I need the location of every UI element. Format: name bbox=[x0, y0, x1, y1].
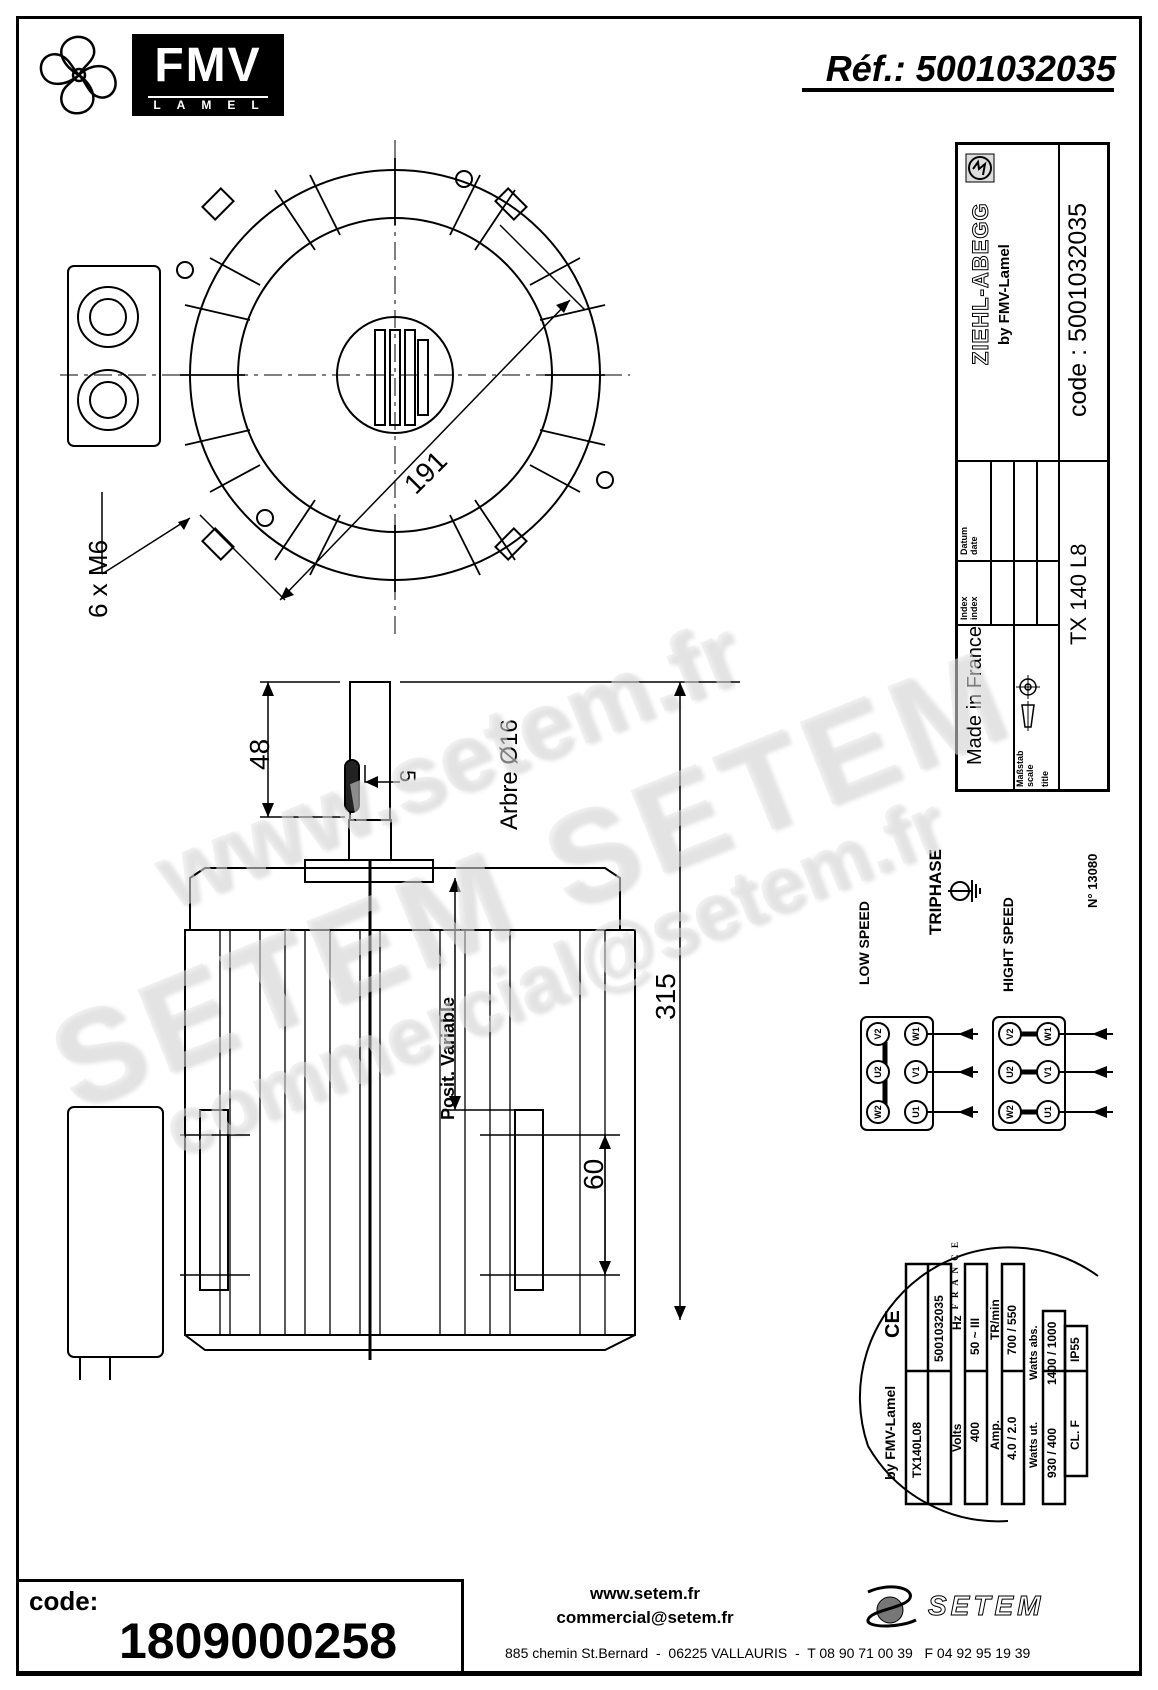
shaft-length-dimension: 48 bbox=[244, 738, 275, 770]
motor-end-view-drawing bbox=[60, 140, 630, 640]
bolt-spec-label: 6 x M6 bbox=[83, 539, 113, 618]
fan-logo-icon bbox=[39, 35, 117, 115]
svg-text:U1: U1 bbox=[1043, 1106, 1053, 1118]
reference-underline bbox=[802, 88, 1114, 92]
ip-rating: IP55 bbox=[1068, 1337, 1082, 1362]
svg-text:W1: W1 bbox=[911, 1027, 921, 1041]
mount-spacing-dimension: 60 bbox=[578, 1158, 609, 1190]
logo-fmv-text: FMV bbox=[154, 39, 262, 92]
amp-value: 4.0 / 2.0 bbox=[1005, 1416, 1019, 1460]
code-label: code: bbox=[29, 1586, 99, 1616]
title-value: TX 140 L8 bbox=[1066, 543, 1091, 645]
logo-divider bbox=[148, 96, 268, 98]
svg-text:W2: W2 bbox=[873, 1105, 883, 1119]
website-link[interactable]: www.setem.fr bbox=[590, 1584, 700, 1603]
wiring-diagrams: V2 W1 U2 V1 W2 U1 V2 W1 U2 V1 W2 U1 bbox=[860, 1016, 1113, 1131]
nameplate-country: F R A N C E bbox=[950, 1240, 960, 1310]
volts-value: 400 bbox=[968, 1421, 982, 1442]
manufacturer-by: by FMV-Lamel bbox=[996, 244, 1013, 345]
divider bbox=[1058, 145, 1060, 789]
svg-text:V1: V1 bbox=[1043, 1066, 1053, 1077]
watts-abs-label: Watts abs. bbox=[1028, 1325, 1040, 1380]
motor-side-view-drawing bbox=[67, 681, 740, 1380]
reference-title: Réf.: 5001032035 bbox=[825, 48, 1116, 89]
hz-value: 50 ~ III bbox=[968, 1317, 982, 1355]
email-link[interactable]: commercial@setem.fr bbox=[556, 1608, 734, 1627]
nameplate-brand: by FMV-Lamel bbox=[882, 1385, 898, 1480]
rpm-value: 700 / 550 bbox=[1005, 1304, 1019, 1355]
svg-text:U2: U2 bbox=[1005, 1066, 1015, 1078]
code-box: code: 1809000258 bbox=[16, 1579, 464, 1674]
ziehl-abegg-logo-icon bbox=[965, 153, 995, 183]
projection-symbol-icon bbox=[1016, 675, 1040, 731]
svg-text:W2: W2 bbox=[1005, 1105, 1015, 1119]
svg-text:U2: U2 bbox=[873, 1066, 883, 1078]
company-address: 885 chemin St.Bernard - 06225 VALLAURIS … bbox=[505, 1645, 1031, 1661]
high-speed-label: HIGHT SPEED bbox=[1000, 897, 1016, 992]
watts-ut-value: 930 / 400 bbox=[1045, 1427, 1059, 1478]
ground-symbol-icon bbox=[948, 880, 981, 902]
amp-label: Amp. bbox=[988, 1420, 1002, 1450]
fmv-lamel-logo: FMV LAMEL bbox=[132, 34, 284, 116]
hz-label: Hz bbox=[950, 1315, 964, 1330]
svg-text:V2: V2 bbox=[1005, 1028, 1015, 1039]
volts-label: Volts bbox=[950, 1423, 964, 1452]
watts-ut-label: Watts ut. bbox=[1028, 1421, 1040, 1468]
svg-text:V1: V1 bbox=[911, 1066, 921, 1077]
code-value: 1809000258 bbox=[119, 1613, 398, 1669]
diagram-number: N° 13080 bbox=[1085, 853, 1100, 908]
title-block: ZIEHL-ABEGG by FMV-Lamel code : 50010320… bbox=[955, 142, 1110, 792]
nameplate-code: 5001032035 bbox=[932, 1295, 946, 1362]
divider bbox=[958, 460, 1107, 462]
footer-rule bbox=[16, 1671, 1142, 1676]
nameplate-model: TX140L08 bbox=[910, 1421, 924, 1478]
logo-lamel-text: LAMEL bbox=[153, 98, 275, 112]
manufacturer-name: ZIEHL-ABEGG bbox=[968, 202, 994, 366]
setem-logo-text: SETEM bbox=[927, 1590, 1045, 1622]
nameplate-outline bbox=[858, 1246, 1099, 1523]
divider bbox=[990, 460, 992, 624]
divider bbox=[1036, 460, 1038, 624]
title-label: title bbox=[1040, 770, 1050, 787]
setem-globe-logo-icon bbox=[866, 1585, 917, 1628]
watts-abs-value: 1400 / 1000 bbox=[1045, 1321, 1059, 1385]
svg-text:U1: U1 bbox=[911, 1106, 921, 1118]
low-speed-label: LOW SPEED bbox=[856, 900, 872, 985]
svg-text:W1: W1 bbox=[1043, 1027, 1053, 1041]
insulation-class: CL. F bbox=[1068, 1420, 1082, 1450]
divider bbox=[958, 560, 1060, 562]
ce-mark-icon: CE bbox=[882, 1310, 904, 1338]
title-block-code: code : 5001032035 bbox=[1064, 202, 1092, 417]
rpm-label: TR/min bbox=[988, 1299, 1002, 1340]
divider bbox=[958, 624, 1060, 626]
svg-text:V2: V2 bbox=[873, 1028, 883, 1039]
divider bbox=[1013, 460, 1015, 790]
